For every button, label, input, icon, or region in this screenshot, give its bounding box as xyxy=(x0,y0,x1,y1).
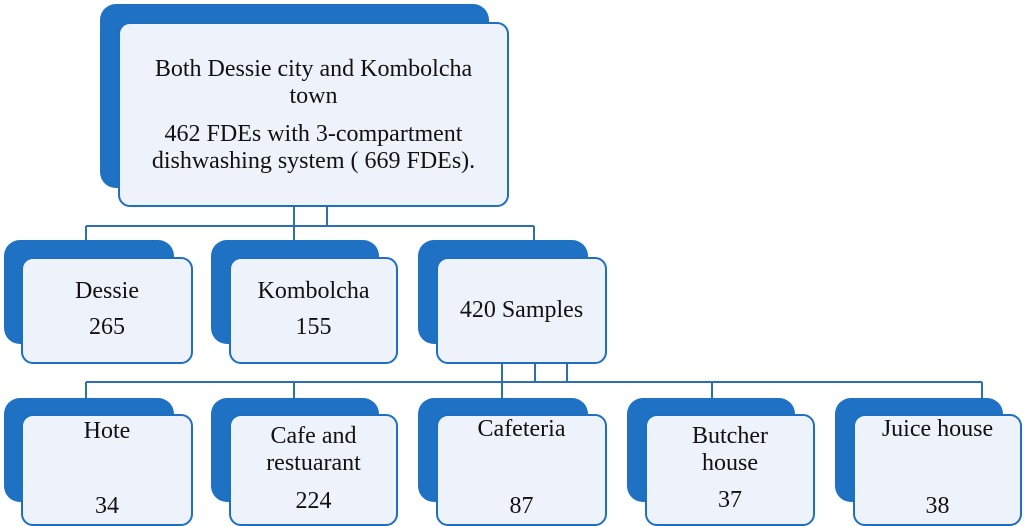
connector-lines xyxy=(85,204,983,398)
